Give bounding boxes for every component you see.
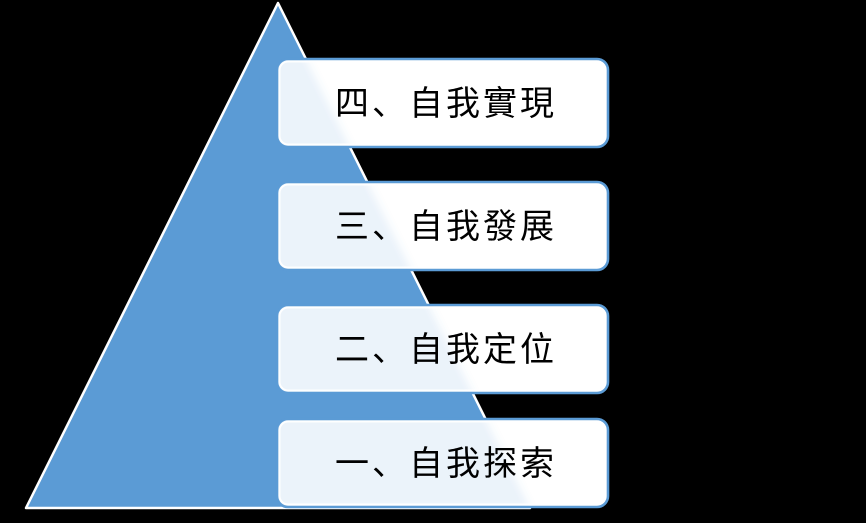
level-box-2-border bbox=[275, 303, 610, 395]
level-label-2: 二、自我定位 bbox=[335, 330, 557, 370]
level-box-1-border bbox=[275, 417, 610, 509]
level-box-4: 四、自我實現 bbox=[275, 57, 610, 149]
level-label-4: 四、自我實現 bbox=[335, 84, 557, 124]
level-box-2-inner-highlight bbox=[278, 306, 607, 392]
level-box-3-border bbox=[275, 180, 610, 272]
level-box-1-inner-highlight bbox=[278, 420, 607, 506]
level-box-3-inner-highlight bbox=[278, 183, 607, 269]
level-box-4-fill bbox=[277, 59, 608, 147]
level-box-4-border bbox=[275, 57, 610, 149]
level-box-2-triangle-tint bbox=[278, 306, 530, 392]
level-label-1: 一、自我探索 bbox=[335, 444, 557, 484]
level-label-3: 三、自我發展 bbox=[335, 207, 557, 247]
level-box-4-inner-highlight bbox=[278, 60, 607, 146]
level-box-2: 二、自我定位 bbox=[275, 303, 610, 395]
level-box-3: 三、自我發展 bbox=[275, 180, 610, 272]
level-box-1: 一、自我探索 bbox=[275, 417, 610, 509]
